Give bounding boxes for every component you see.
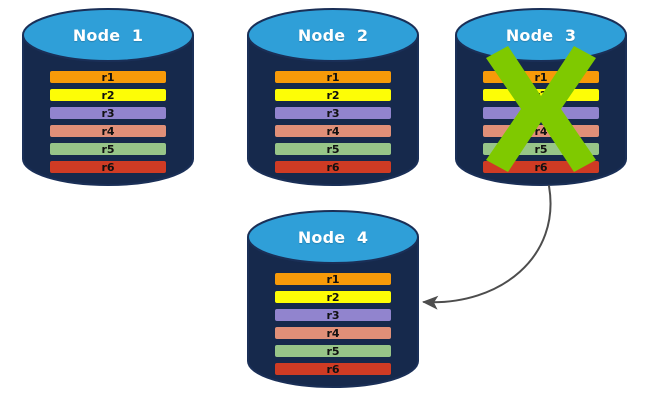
record-bar-r6[interactable]: r6: [49, 160, 167, 174]
record-bar-r5[interactable]: r5: [482, 142, 600, 156]
record-bar-r1[interactable]: r1: [274, 70, 392, 84]
record-bar-r3[interactable]: r3: [482, 106, 600, 120]
record-bar-r6[interactable]: r6: [274, 362, 392, 376]
record-bar-r1[interactable]: r1: [482, 70, 600, 84]
record-stack: r1 r2 r3 r4 r5 r6: [455, 70, 627, 174]
record-stack: r1 r2 r3 r4 r5 r6: [247, 272, 419, 376]
record-bar-r6[interactable]: r6: [274, 160, 392, 174]
cylinder-top-cap: [455, 8, 627, 62]
record-bar-r2[interactable]: r2: [49, 88, 167, 102]
cylinder-top-cap: [22, 8, 194, 62]
record-bar-r5[interactable]: r5: [49, 142, 167, 156]
cylinder-top-cap: [247, 8, 419, 62]
record-bar-r3[interactable]: r3: [274, 106, 392, 120]
record-bar-r4[interactable]: r4: [274, 326, 392, 340]
record-bar-r3[interactable]: r3: [274, 308, 392, 322]
record-bar-r3[interactable]: r3: [49, 106, 167, 120]
record-bar-r6[interactable]: r6: [482, 160, 600, 174]
record-bar-r4[interactable]: r4: [49, 124, 167, 138]
record-bar-r5[interactable]: r5: [274, 142, 392, 156]
record-bar-r2[interactable]: r2: [274, 290, 392, 304]
record-bar-r1[interactable]: r1: [49, 70, 167, 84]
record-stack: r1 r2 r3 r4 r5 r6: [22, 70, 194, 174]
record-bar-r5[interactable]: r5: [274, 344, 392, 358]
record-stack: r1 r2 r3 r4 r5 r6: [247, 70, 419, 174]
record-bar-r1[interactable]: r1: [274, 272, 392, 286]
record-bar-r2[interactable]: r2: [274, 88, 392, 102]
record-bar-r2[interactable]: r2: [482, 88, 600, 102]
record-bar-r4[interactable]: r4: [482, 124, 600, 138]
record-bar-r4[interactable]: r4: [274, 124, 392, 138]
cylinder-top-cap: [247, 210, 419, 264]
